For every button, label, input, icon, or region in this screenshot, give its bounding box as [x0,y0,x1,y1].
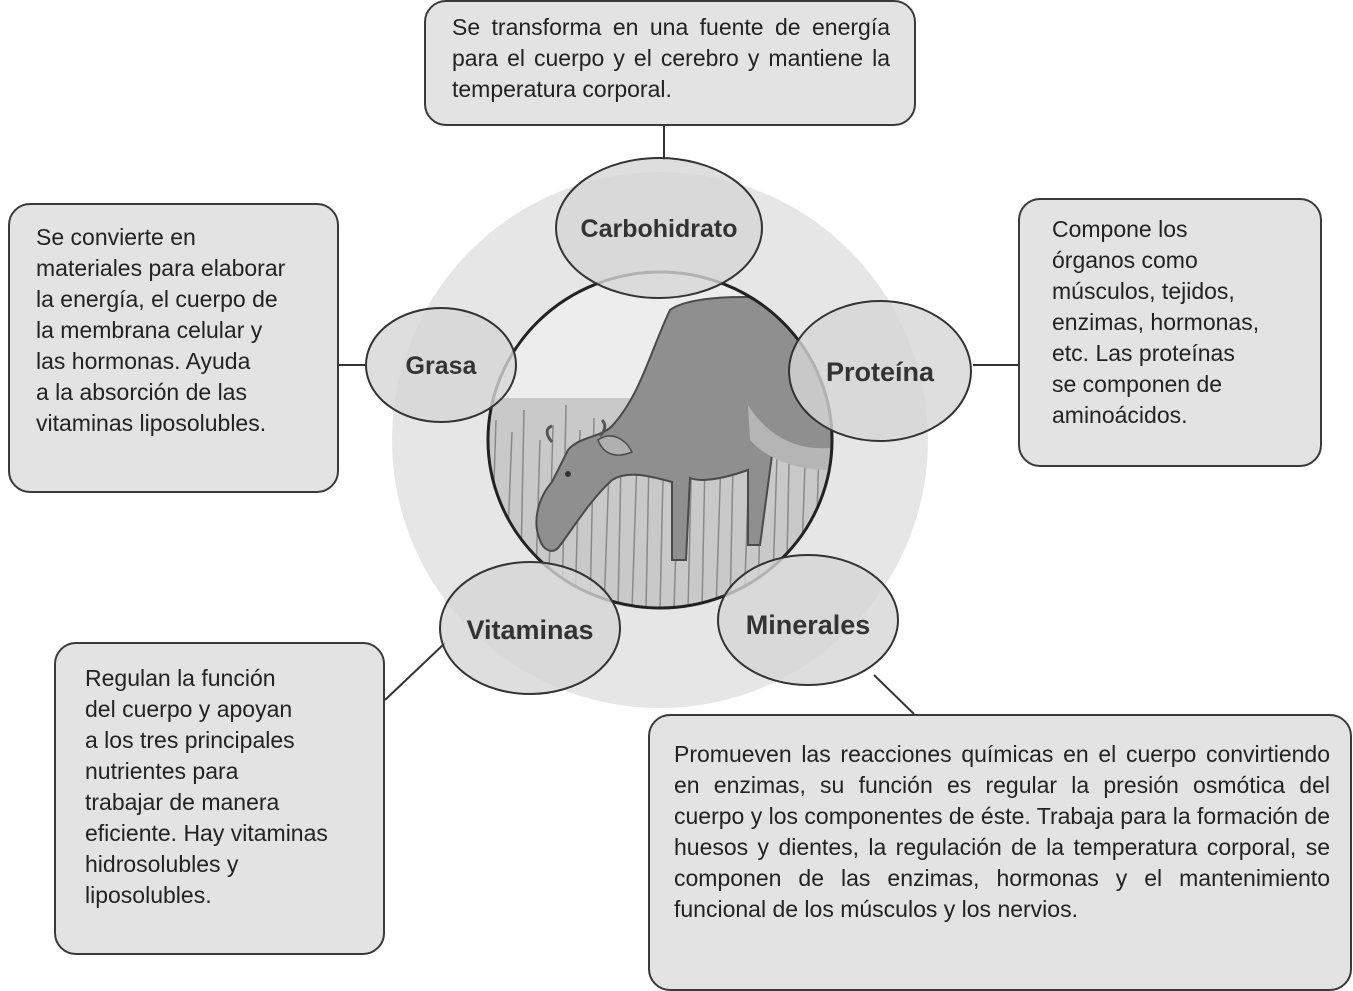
description-box-minerales: Promueven las reacciones químicas en el … [648,714,1352,991]
description-grasa-line: la membrana celular y [36,317,263,343]
description-box-vitaminas: Regulan la función del cuerpo y apoyan a… [54,642,385,955]
description-grasa-line: Se convierte en [36,224,196,250]
description-minerales: Promueven las reacciones químicas en el … [674,741,1330,922]
label-grasa: Grasa [406,352,478,380]
description-grasa-line: las hormonas. Ayuda [36,348,251,374]
description-vitaminas-line: del cuerpo y apoyan [85,696,293,722]
description-proteina-line: Compone los [1052,216,1188,242]
label-carbohidrato: Carbohidrato [581,215,738,243]
description-proteina-line: aminoácidos. [1052,402,1188,428]
label-minerales: Minerales [746,610,871,640]
description-box-proteina: Compone los órganos como músculos, tejid… [1018,198,1322,467]
nutrient-grasa: Grasa [365,307,517,423]
label-vitaminas: Vitaminas [466,615,593,645]
description-vitaminas-line: nutrientes para [85,758,239,784]
description-proteina-line: enzimas, hormonas, [1052,309,1260,335]
description-proteina-line: se componen de [1052,371,1223,397]
description-vitaminas-line: a los tres principales [85,727,295,753]
connector-vitaminas [384,642,446,701]
description-grasa-line: la energía, el cuerpo de [36,286,278,312]
description-vitaminas-line: eficiente. Hay vitaminas [85,820,328,846]
description-vitaminas-line: trabajar de manera [85,789,280,815]
description-vitaminas-line: hidrosolubles y [85,851,239,877]
description-grasa-line: vitaminas liposolubles. [36,410,267,436]
description-proteina-line: etc. Las proteínas [1052,340,1235,366]
description-carbohidrato: Se transforma en una fuente de energía p… [452,14,890,102]
nutrient-minerales: Minerales [717,554,899,686]
description-vitaminas-line: liposolubles. [85,882,212,908]
nutrient-proteina: Proteína [788,300,972,442]
description-box-carbohidrato: Se transforma en una fuente de energía p… [424,0,916,126]
cow-illustration [486,270,834,610]
description-vitaminas-line: Regulan la función [85,665,276,691]
description-proteina-line: músculos, tejidos, [1052,278,1235,304]
label-proteina: Proteína [826,357,935,387]
description-grasa-line: a la absorción de las [36,379,247,405]
description-box-grasa: Se convierte en materiales para elaborar… [8,203,339,493]
nutrient-carbohidrato: Carbohidrato [555,157,763,299]
nutrient-vitaminas: Vitaminas [439,561,621,695]
description-grasa-line: materiales para elaborar [36,255,286,281]
description-proteina-line: órganos como [1052,247,1198,273]
connector-minerales [873,674,915,715]
